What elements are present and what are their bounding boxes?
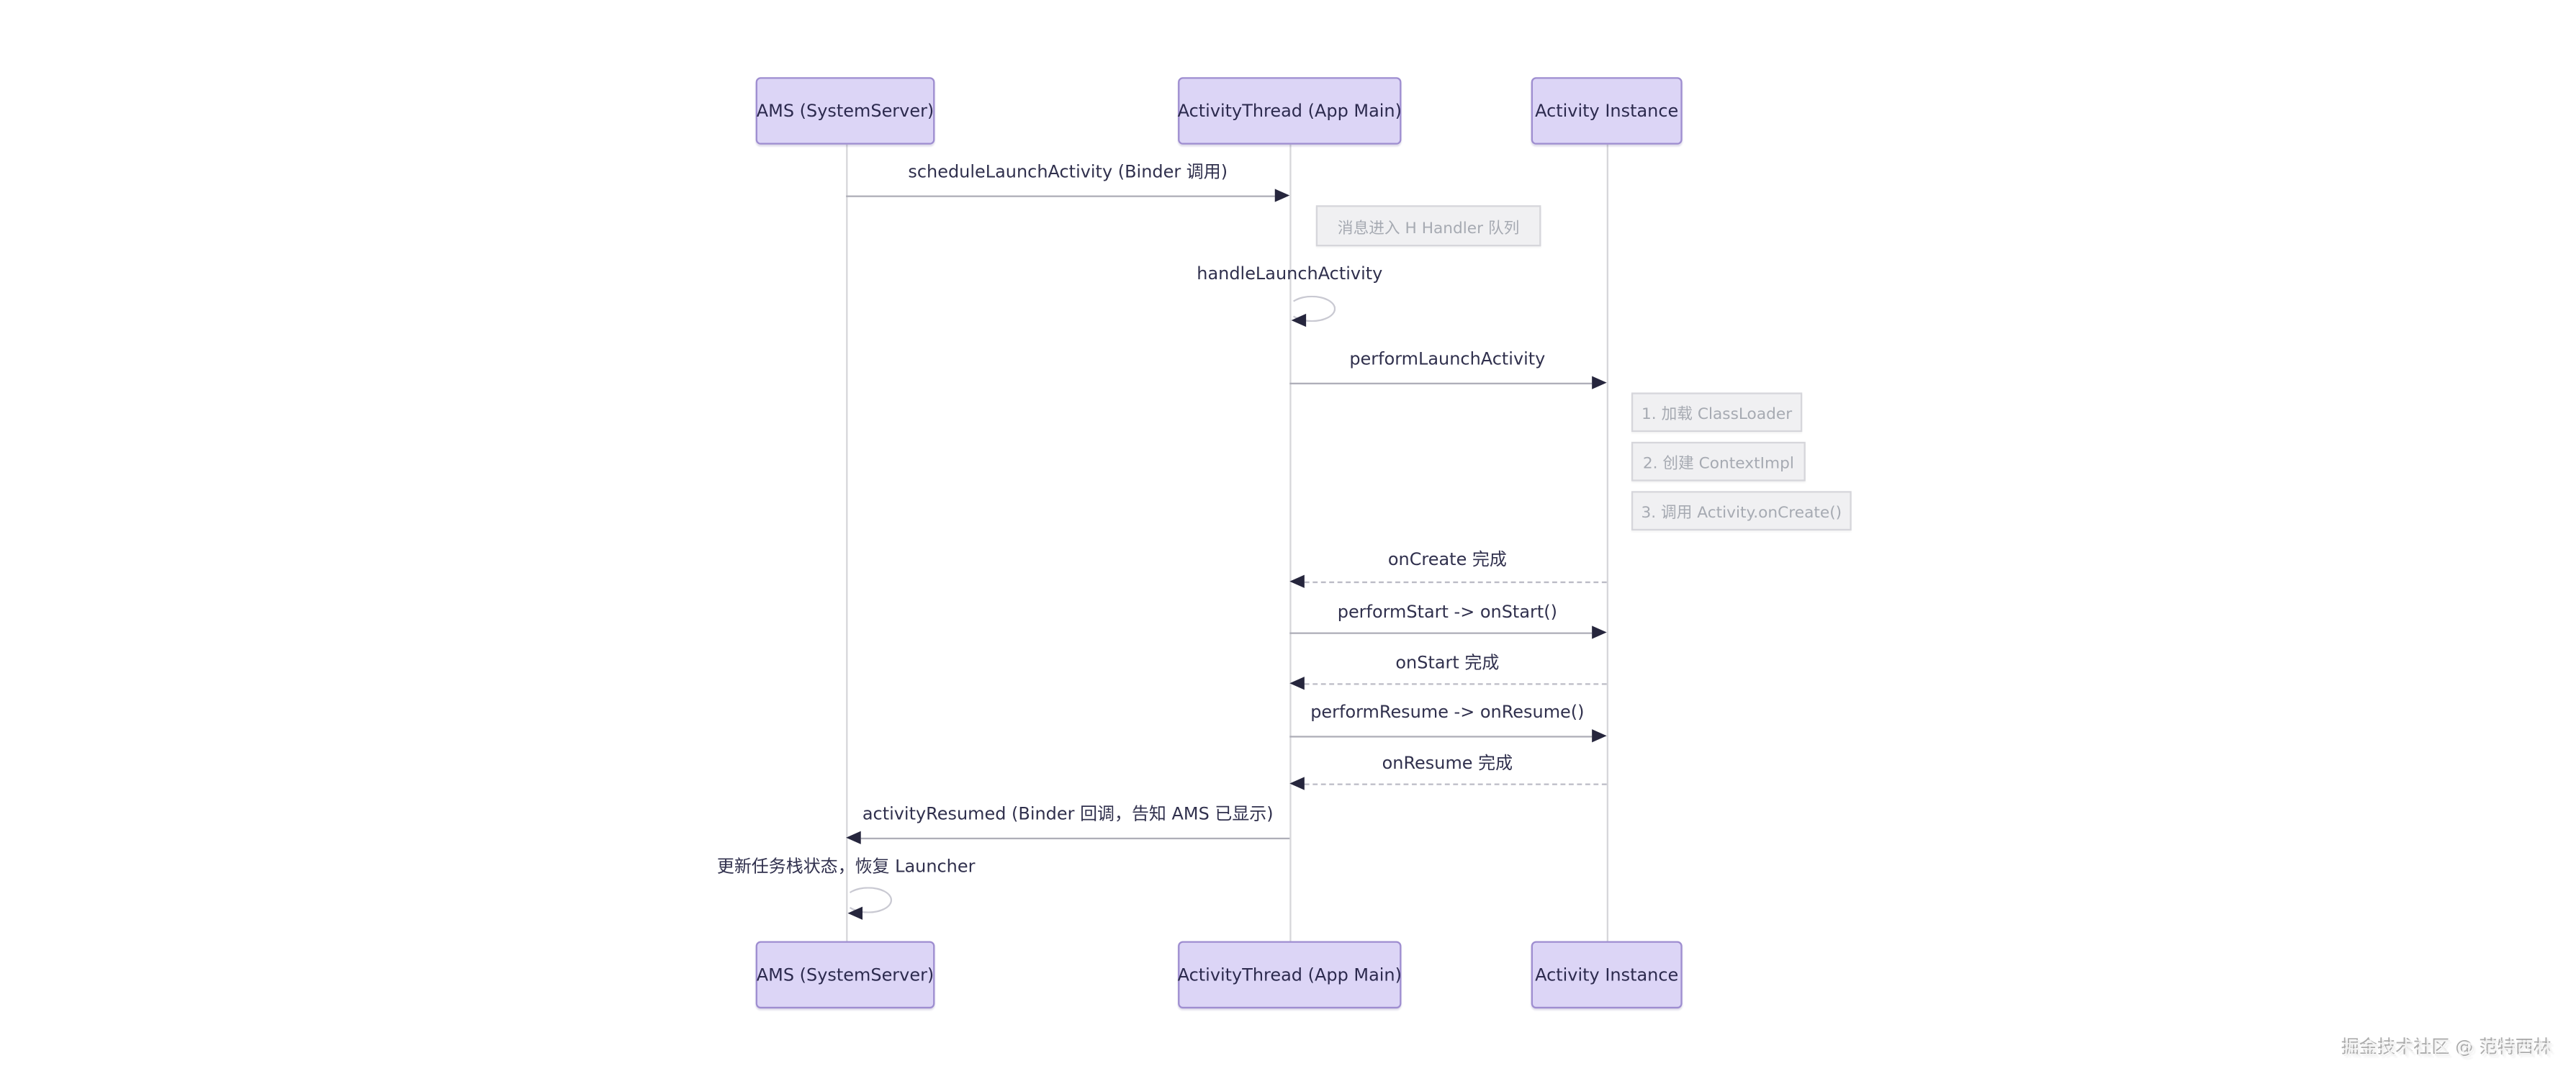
arrowhead-right-icon [1274, 188, 1290, 202]
note-call-oncreate-text: 3. 调用 Activity.onCreate() [1641, 504, 1842, 523]
message-label-perform-resume: performResume -> onResume() [1310, 703, 1585, 723]
self-call-loop-activity-thread [1288, 295, 1336, 322]
note-load-classloader-text: 1. 加载 ClassLoader [1641, 405, 1793, 424]
participant-label-ams: AMS (SystemServer) [756, 965, 935, 985]
self-call-loop-ams [844, 887, 893, 913]
participant-label-ams: AMS (SystemServer) [756, 101, 935, 121]
message-label-onstart-done: onStart 完成 [1395, 654, 1500, 674]
message-line-onstart-done [1304, 683, 1607, 685]
note-call-oncreate: 3. 调用 Activity.onCreate() [1631, 491, 1852, 531]
participant-box-ams-bottom: AMS (SystemServer) [755, 941, 935, 1009]
message-label-perform-start: performStart -> onStart() [1337, 602, 1557, 623]
lifeline-ams [845, 144, 847, 941]
arrowhead-left-icon [1289, 776, 1305, 790]
participant-label-activity-thread: ActivityThread (App Main) [1177, 965, 1402, 985]
arrowhead-left-icon [1289, 574, 1305, 587]
watermark: 掘金技术社区 @ 范特西林 [2342, 1038, 2554, 1060]
note-create-contextimpl-text: 2. 创建 ContextImpl [1642, 455, 1794, 474]
participant-box-activity-instance-bottom: Activity Instance [1531, 941, 1683, 1009]
message-label-oncreate-done: onCreate 完成 [1387, 550, 1507, 570]
message-line-schedule-launch-activity [846, 195, 1275, 197]
lifeline-activity-instance [1606, 144, 1608, 941]
message-line-perform-start [1289, 632, 1593, 634]
participant-box-activity-thread-bottom: ActivityThread (App Main) [1177, 941, 1402, 1009]
note-h-handler-queue-text: 消息进入 H Handler 队列 [1337, 219, 1520, 238]
participant-label-activity-instance: Activity Instance [1535, 965, 1679, 985]
participant-box-activity-instance-top: Activity Instance [1531, 77, 1683, 145]
message-label-update-task-stack: 更新任务栈状态，恢复 Launcher [716, 857, 976, 877]
arrowhead-right-icon [1592, 375, 1607, 389]
message-line-perform-resume [1289, 736, 1593, 738]
message-label-onresume-done: onResume 完成 [1382, 754, 1513, 774]
lifeline-activity-thread [1289, 144, 1291, 941]
participant-box-activity-thread-top: ActivityThread (App Main) [1177, 77, 1402, 145]
message-label-schedule-launch-activity: scheduleLaunchActivity (Binder 调用) [908, 162, 1228, 183]
message-line-oncreate-done [1304, 581, 1607, 584]
participant-label-activity-instance: Activity Instance [1535, 101, 1679, 121]
arrowhead-right-icon [1592, 625, 1607, 638]
arrowhead-left-icon [846, 830, 861, 844]
message-line-perform-launch-activity [1289, 382, 1593, 384]
note-h-handler-queue: 消息进入 H Handler 队列 [1315, 205, 1541, 247]
message-label-perform-launch-activity: performLaunchActivity [1349, 350, 1546, 370]
note-load-classloader: 1. 加载 ClassLoader [1631, 392, 1803, 433]
arrowhead-left-icon [1289, 676, 1305, 690]
message-line-onresume-done [1304, 783, 1607, 785]
arrowhead-left-icon [1291, 313, 1307, 328]
message-label-handle-launch-activity: handleLaunchActivity [1197, 264, 1383, 284]
note-create-contextimpl: 2. 创建 ContextImpl [1631, 441, 1806, 482]
participant-label-activity-thread: ActivityThread (App Main) [1177, 101, 1402, 121]
arrowhead-left-icon [847, 905, 863, 919]
message-line-activity-resumed [860, 837, 1290, 840]
participant-box-ams-top: AMS (SystemServer) [755, 77, 935, 145]
message-label-activity-resumed: activityResumed (Binder 回调，告知 AMS 已显示) [862, 805, 1274, 825]
arrowhead-right-icon [1592, 728, 1607, 742]
